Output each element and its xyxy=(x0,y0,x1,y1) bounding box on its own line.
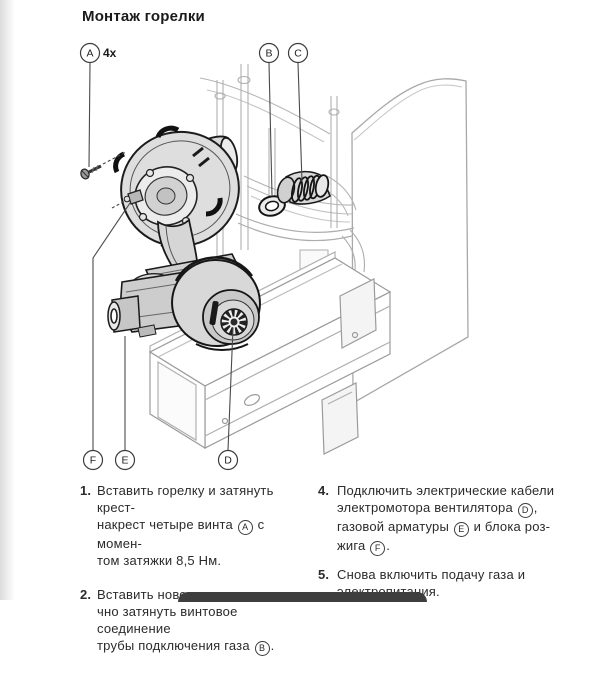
callout-letter-C: C xyxy=(294,48,302,60)
instruction-number: 2. xyxy=(80,587,92,602)
inline-callout-letter: B xyxy=(254,641,270,656)
callout-circle-C xyxy=(287,42,309,64)
instruction-number: 4. xyxy=(318,483,330,498)
seal-ring xyxy=(258,195,286,217)
callout-circle-D xyxy=(217,449,239,471)
callout-letter-F: F xyxy=(90,455,96,467)
burner-fan-assembly xyxy=(107,125,261,351)
callout-labels: A 4x B C D E F xyxy=(79,42,309,471)
callout-leader-C xyxy=(297,62,303,183)
instruction-number: 1. xyxy=(80,483,92,498)
page-title: Монтаж горелки xyxy=(82,8,205,25)
callout-leader-B xyxy=(268,62,273,196)
instruction-number: 5. xyxy=(318,567,330,582)
inline-callout-letter: F xyxy=(370,541,386,556)
callout-quantity: 4x xyxy=(103,46,117,60)
callout-letter-B: B xyxy=(265,48,272,60)
callout-leader-D xyxy=(227,327,234,451)
callout-letter-E: E xyxy=(121,455,128,467)
gas-pipe-fitting xyxy=(276,170,331,205)
next-figure-panel xyxy=(178,592,427,602)
inline-callout-letter: E xyxy=(453,522,469,537)
inline-callout-letter: A xyxy=(237,520,253,535)
instruction-text: Вставить горелку и затянуть крест-накрес… xyxy=(97,483,274,568)
instructions-left: 1. Вставить горелку и затянуть крест-накр… xyxy=(80,482,312,673)
callout-leader-A xyxy=(88,62,91,168)
instruction-item: 1. Вставить горелку и затянуть крест-накр… xyxy=(80,482,312,569)
fan-motor xyxy=(171,256,261,351)
callout-circle-B xyxy=(258,42,280,64)
inline-callout-letter: D xyxy=(517,503,533,518)
callout-leader-F xyxy=(92,202,131,450)
callout-letter-A: A xyxy=(86,48,93,60)
fixing-screw xyxy=(80,151,127,180)
callout-circle-E xyxy=(114,449,136,471)
callout-letter-D: D xyxy=(224,455,232,467)
ignition-block xyxy=(111,189,144,209)
burner-flange xyxy=(113,125,240,250)
callout-circle-A xyxy=(79,42,101,64)
burner-installation-figure: A 4x B C D E F xyxy=(79,42,469,471)
callout-circle-F xyxy=(82,449,104,471)
